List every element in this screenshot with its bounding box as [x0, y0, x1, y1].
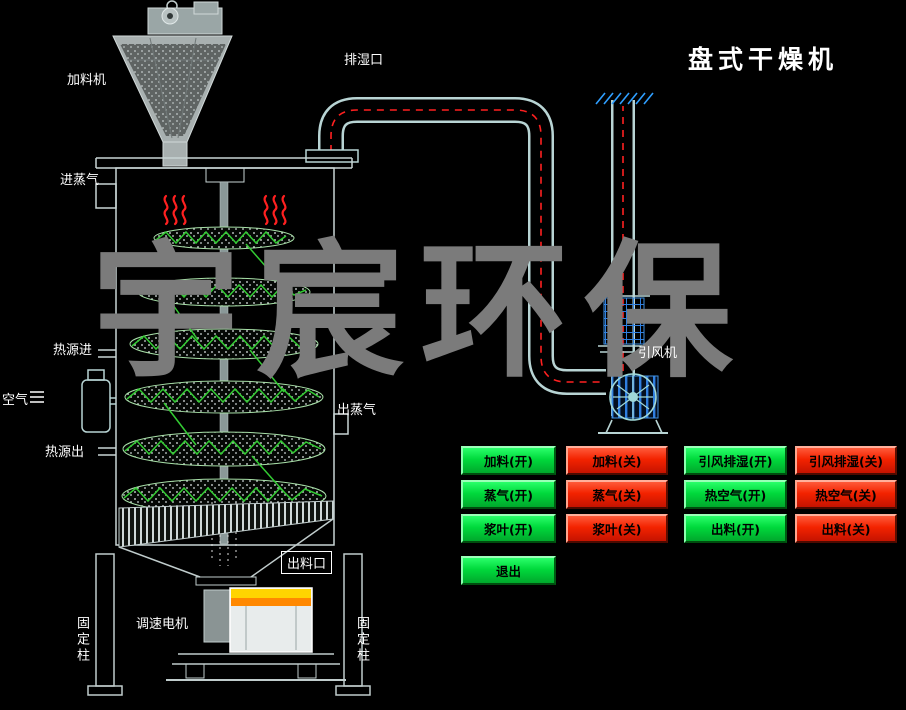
steam-hatch-icon — [595, 92, 654, 105]
label-fixed-column-right: 固定柱 — [354, 616, 369, 664]
btn-feed-off[interactable]: 加料(关) — [566, 446, 668, 475]
support-columns — [87, 553, 371, 696]
label-discharge-port: 出料口 — [281, 551, 333, 574]
btn-fan-exhaust-off[interactable]: 引风排湿(关) — [795, 446, 897, 475]
btn-feed-on[interactable]: 加料(开) — [461, 446, 556, 475]
label-heat-out: 热源出 — [45, 445, 85, 460]
air-connector-icon — [30, 391, 44, 403]
label-feeder: 加料机 — [67, 73, 107, 88]
dryer-vessel — [95, 157, 353, 546]
btn-steam-off[interactable]: 蒸气(关) — [566, 480, 668, 509]
drying-discs — [121, 226, 327, 566]
damper-box — [603, 297, 645, 345]
btn-discharge-on[interactable]: 出料(开) — [684, 514, 787, 543]
label-steam-out: 出蒸气 — [337, 403, 377, 418]
exhaust-pipe — [305, 97, 606, 395]
btn-paddle-on[interactable]: 浆叶(开) — [461, 514, 556, 543]
induced-draft-fan — [598, 373, 668, 434]
label-fixed-column-left: 固定柱 — [74, 616, 89, 664]
fan-stack-pipe — [595, 92, 654, 416]
btn-hot-air-on[interactable]: 热空气(开) — [684, 480, 787, 509]
falling-material — [211, 502, 237, 566]
label-steam-in: 进蒸气 — [60, 173, 100, 188]
btn-exit[interactable]: 退出 — [461, 556, 556, 585]
watermark: 宇宸环保 — [92, 226, 748, 398]
btn-steam-on[interactable]: 蒸气(开) — [461, 480, 556, 509]
air-inlet-vessel — [30, 369, 116, 433]
label-exhaust-port: 排湿口 — [344, 53, 384, 68]
paddle-arms — [123, 230, 323, 503]
label-motor: 调速电机 — [136, 617, 189, 632]
discharge-cone — [118, 500, 334, 586]
btn-paddle-off[interactable]: 浆叶(关) — [566, 514, 668, 543]
btn-fan-exhaust-on[interactable]: 引风排湿(开) — [684, 446, 787, 475]
page-title: 盘式干燥机 — [688, 45, 839, 74]
feed-hopper — [112, 0, 233, 167]
label-heat-in: 热源进 — [53, 343, 93, 358]
heat-icon — [163, 194, 287, 226]
label-air: 空气 — [2, 393, 29, 408]
label-fan: 引风机 — [638, 346, 678, 361]
btn-discharge-off[interactable]: 出料(关) — [795, 514, 897, 543]
motor-assembly — [166, 587, 346, 681]
btn-hot-air-off[interactable]: 热空气(关) — [795, 480, 897, 509]
